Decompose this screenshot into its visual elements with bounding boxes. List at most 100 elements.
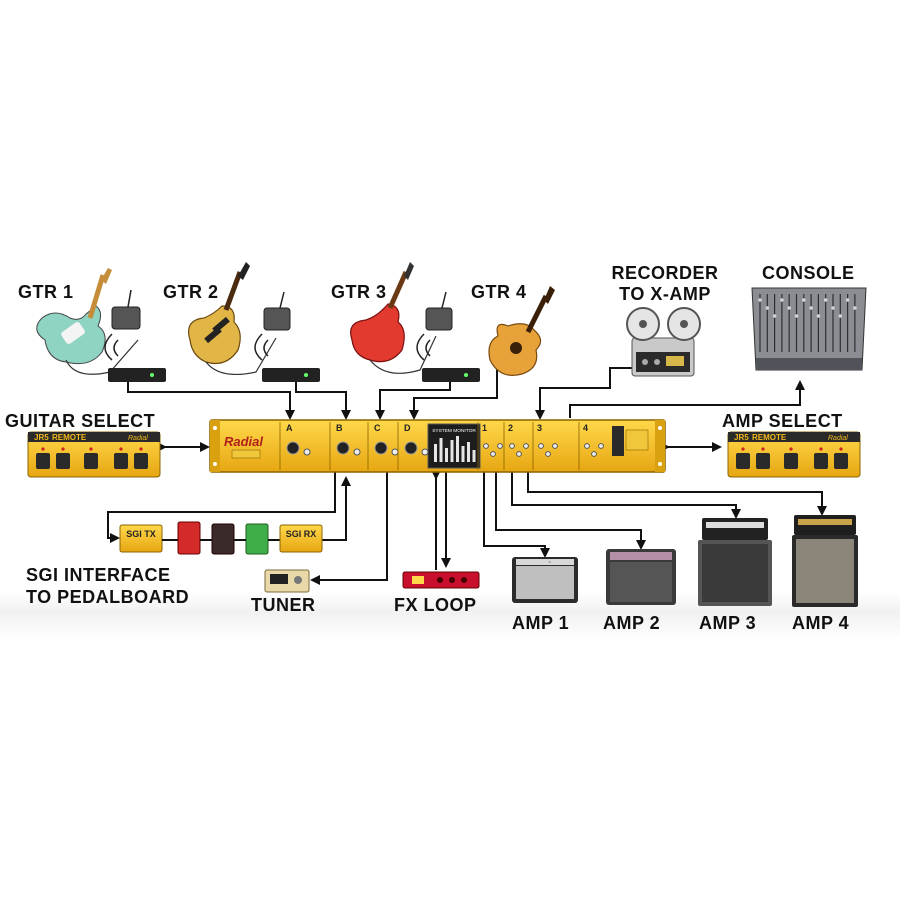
rack-output-switch[interactable]: [545, 451, 551, 457]
signal-cables: [107, 360, 827, 585]
guitar-select-footswitch[interactable]: [114, 453, 128, 469]
rack-output-channel-label: 1: [482, 423, 487, 433]
gtr4-label: GTR 4: [471, 282, 527, 302]
console-knob: [845, 298, 850, 302]
amp-select-led: [789, 447, 793, 451]
amp-4-stack-icon: [792, 515, 858, 607]
cable-sgi-rx-to-rack: [322, 476, 351, 541]
rack-output-switch[interactable]: [584, 443, 590, 449]
guitar-select-led: [119, 447, 123, 451]
rack-input-jack[interactable]: [404, 441, 418, 455]
guitar-1-transmitter-icon: [111, 289, 141, 330]
console-label: CONSOLE: [762, 263, 855, 283]
amp-3-stack-icon: [698, 518, 772, 606]
amp1-label: AMP 1: [512, 613, 570, 633]
cable-recorder-to-output-3: [535, 367, 655, 420]
rack-output-switch[interactable]: [523, 443, 529, 449]
rack-input-jack[interactable]: [286, 441, 300, 455]
sgi-tx-box: SGI TX: [119, 524, 163, 553]
rack-output-switch[interactable]: [497, 443, 503, 449]
guitar-1-stratocaster-icon: [36, 268, 139, 375]
guitar-select-led: [61, 447, 65, 451]
console-knob: [787, 306, 791, 310]
rack-input-jack[interactable]: [374, 441, 388, 455]
monitor-meter-bar: [439, 438, 443, 462]
amp-select-led: [761, 447, 765, 451]
rack-output-switch[interactable]: [490, 451, 496, 457]
sgi-pedalboard-chain: SGI TX SGI RX: [119, 521, 323, 555]
red-pedal-icon: [177, 521, 201, 555]
guitar-select-label: GUITAR SELECT: [5, 411, 156, 431]
console-knob: [802, 298, 806, 302]
guitar-2-receiver-icon: [254, 333, 320, 382]
cable-output-to-console: [569, 380, 805, 418]
guitar-select-footswitch[interactable]: [56, 453, 70, 469]
sgi-interface-label-line2: TO PEDALBOARD: [26, 587, 190, 607]
rack-output-switch[interactable]: [598, 443, 604, 449]
amp-select-remote[interactable]: JR5 REMOTE Radial: [727, 431, 861, 478]
system-monitor-display: SYSTEM MONITOR: [427, 423, 481, 469]
rack-input-knob[interactable]: [421, 448, 429, 456]
amp-select-label: AMP SELECT: [722, 411, 843, 431]
guitar-2-transmitter-icon: [263, 291, 291, 331]
cable-gtr3-to-input-c: [375, 382, 451, 420]
amp-select-footswitch[interactable]: [814, 453, 828, 469]
amp-select-led: [741, 447, 745, 451]
rack-output-switch[interactable]: [591, 451, 597, 457]
sgi-tx-label: SGI TX: [126, 529, 156, 539]
guitar-select-remote-word: REMOTE: [52, 433, 87, 442]
rack-input-knob[interactable]: [353, 448, 361, 456]
guitar-4-acoustic-icon: [488, 286, 555, 376]
monitor-meter-bar: [461, 446, 465, 462]
amp-select-remote-word: REMOTE: [752, 433, 787, 442]
guitar-select-footswitch[interactable]: [134, 453, 148, 469]
console-knob: [765, 306, 770, 310]
console-knob: [809, 306, 813, 310]
guitar-select-remote[interactable]: JR5 REMOTE Radial: [27, 431, 161, 478]
sgi-rx-label: SGI RX: [286, 529, 317, 539]
monitor-meter-bar: [450, 440, 454, 462]
recorder-label-line2: TO X-AMP: [619, 284, 711, 304]
amp-select-remote-model: JR5: [734, 433, 749, 442]
amp-select-led: [819, 447, 823, 451]
rack-output-switch[interactable]: [483, 443, 489, 449]
cable-output-4-to-amp4: [527, 470, 827, 516]
guitar-3-receiver-icon: [416, 333, 480, 382]
cable-output-3-to-amp3: [511, 470, 741, 519]
guitar-select-led: [139, 447, 143, 451]
amp-select-footswitch[interactable]: [736, 453, 750, 469]
tuner-label: TUNER: [251, 595, 316, 615]
guitar-select-footswitch[interactable]: [36, 453, 50, 469]
rack-output-switch[interactable]: [516, 451, 522, 457]
rack-output-switch[interactable]: [509, 443, 515, 449]
rack-output-switch[interactable]: [538, 443, 544, 449]
amp-1-combo-icon: ~: [512, 557, 578, 603]
rack-input-knob[interactable]: [391, 448, 399, 456]
tuner-pedal-icon: [264, 569, 310, 593]
rack-input-channel-label: C: [374, 423, 381, 433]
amp-2-combo-icon: [606, 549, 676, 605]
amp-select-footswitch[interactable]: [756, 453, 770, 469]
fx-loop-rack-icon: [402, 571, 480, 589]
sgi-interface-label: SGI INTERFACE TO PEDALBOARD: [26, 564, 189, 608]
cable-output-1-to-amp1: [483, 470, 550, 558]
amp-select-footswitch[interactable]: [784, 453, 798, 469]
system-monitor-label: SYSTEM MONITOR: [432, 428, 476, 434]
rack-input-channel-label: B: [336, 423, 343, 433]
rack-output-switch[interactable]: [552, 443, 558, 449]
guitar-select-footswitch[interactable]: [84, 453, 98, 469]
guitar-3-transmitter-icon: [425, 291, 453, 331]
rack-input-knob[interactable]: [303, 448, 311, 456]
rack-input-channel-label: A: [286, 423, 293, 433]
amp-select-remote-brand: Radial: [828, 435, 848, 442]
amp-select-footswitch[interactable]: [834, 453, 848, 469]
console-knob: [758, 298, 762, 302]
console-knob: [816, 314, 821, 318]
console-knob: [838, 314, 843, 318]
console-knob: [831, 306, 835, 310]
guitar-2-les-paul-icon: [188, 262, 277, 375]
monitor-meter-bar: [467, 442, 470, 462]
rack-input-jack[interactable]: [336, 441, 350, 455]
console-knob: [780, 298, 784, 302]
